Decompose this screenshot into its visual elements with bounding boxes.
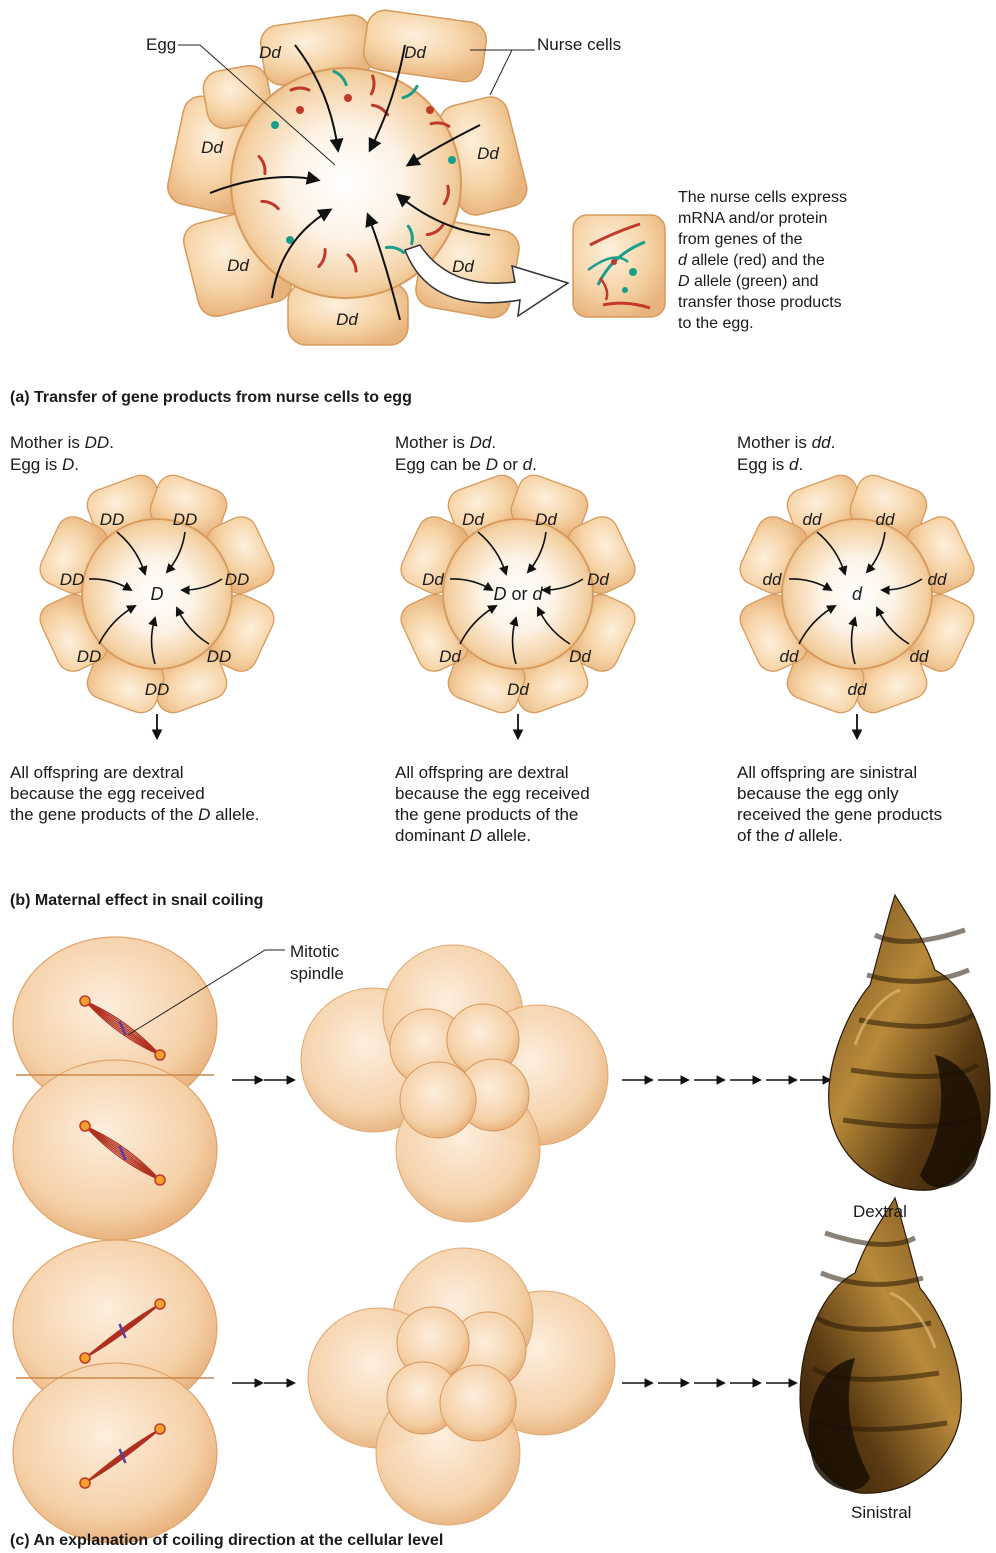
eight-cell-embryo-sinistral xyxy=(308,1248,615,1525)
sinistral-label: Sinistral xyxy=(851,1503,911,1522)
nurse-genotype-label: Dd xyxy=(227,256,249,275)
protein-dot xyxy=(344,94,352,102)
egg-genotype-text: Egg can be D or d. xyxy=(395,455,537,474)
spindle-label: Mitotic spindle xyxy=(290,942,344,983)
egg-allele-label: d xyxy=(852,584,863,604)
blastomere xyxy=(13,1363,217,1543)
two-cell-embryo-sinistral xyxy=(13,1240,217,1543)
egg-genotype-text: Egg is D. xyxy=(10,455,79,474)
nurse-genotype-label: dd xyxy=(803,510,822,529)
nurse-genotype-label: Dd xyxy=(569,647,591,666)
nurse-cells-label: Nurse cells xyxy=(537,35,621,54)
dextral-label: Dextral xyxy=(853,1202,907,1221)
panel-c xyxy=(13,895,990,1543)
nurse-genotype-label: DD xyxy=(207,647,232,666)
D-allele-symbol: D xyxy=(678,273,690,290)
protein-dot xyxy=(271,121,279,129)
nurse-genotype-label: dd xyxy=(763,570,782,589)
panel-a: DdDdDdDdDdDdDd Egg Nurse cells The nurse… xyxy=(10,8,851,406)
nurse-genotype-label: dd xyxy=(848,680,867,699)
nurse-genotype-label: Dd xyxy=(477,144,499,163)
two-cell-embryo-dextral xyxy=(13,937,217,1240)
nurse-genotype-label: Dd xyxy=(462,510,484,529)
nurse-genotype-label: DD xyxy=(77,647,102,666)
caption-c: (c) An explanation of coiling direction … xyxy=(10,1532,443,1549)
nurse-genotype-label: DD xyxy=(145,680,170,699)
micromere xyxy=(440,1365,516,1441)
dextral-shell xyxy=(829,895,990,1190)
mother-genotype-text: Mother is Dd. xyxy=(395,433,496,452)
nurse-genotype-label: DD xyxy=(60,570,85,589)
nurse-genotype-label: Dd xyxy=(259,43,281,62)
nurse-genotype-label: Dd xyxy=(422,570,444,589)
mother-genotype-text: Mother is DD. xyxy=(10,433,114,452)
nurse-description: The nurse cells express mRNA and/or prot… xyxy=(678,189,851,332)
egg-allele-label: D xyxy=(151,584,164,604)
micromere xyxy=(400,1062,476,1138)
mother-genotype-text: Mother is dd. xyxy=(737,433,835,452)
nurse-genotype-label: dd xyxy=(928,570,947,589)
nurse-genotype-label: dd xyxy=(910,647,929,666)
egg-label: Egg xyxy=(146,35,176,54)
sinistral-shell xyxy=(800,1198,961,1493)
egg-genotype-text: Egg is d. xyxy=(737,455,803,474)
protein-dot xyxy=(426,106,434,114)
caption-b: (b) Maternal effect in snail coiling xyxy=(10,892,263,909)
panel-b: Mother is DD.Egg is D.DDDDDDDDDDDDDDDAll… xyxy=(10,433,979,845)
nurse-genotype-label: Dd xyxy=(201,138,223,157)
nurse-genotype-label: DD xyxy=(225,570,250,589)
nurse-genotype-label: Dd xyxy=(535,510,557,529)
nurse-genotype-label: Dd xyxy=(439,647,461,666)
nurse-cells-leader-2 xyxy=(490,50,512,95)
nurse-genotype-label: Dd xyxy=(404,43,426,62)
nurse-genotype-label: Dd xyxy=(452,257,474,276)
case-1: Mother is DD.Egg is D.DDDDDDDDDDDDDDDAll… xyxy=(10,433,279,824)
eight-cell-embryo-dextral xyxy=(301,945,608,1222)
protein-dot xyxy=(448,156,456,164)
nurse-genotype-label: DD xyxy=(100,510,125,529)
nurse-genotype-label: DD xyxy=(173,510,198,529)
egg-allele-label: D or d xyxy=(493,584,543,604)
nurse-genotype-label: Dd xyxy=(587,570,609,589)
nurse-genotype-label: Dd xyxy=(336,310,358,329)
protein-dot xyxy=(296,106,304,114)
nurse-genotype-label: dd xyxy=(876,510,895,529)
nurse-genotype-label: dd xyxy=(780,647,799,666)
nurse-genotype-label: Dd xyxy=(507,680,529,699)
caption-a: (a) Transfer of gene products from nurse… xyxy=(10,389,412,406)
